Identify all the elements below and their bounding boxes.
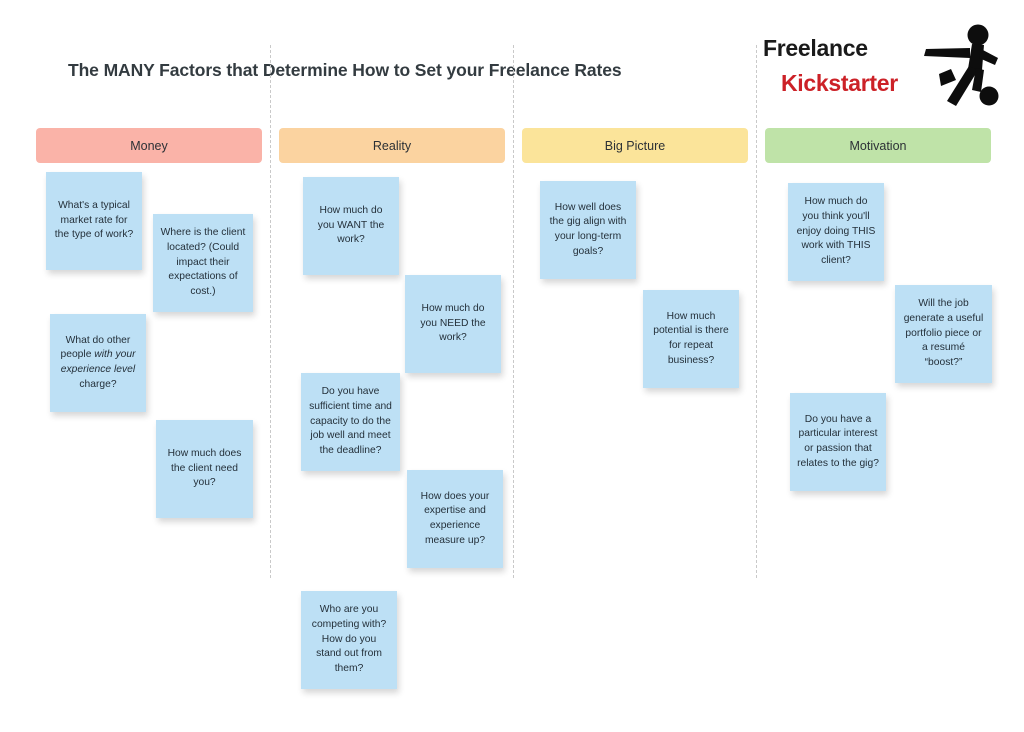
column-header-motivation[interactable]: Motivation <box>765 128 991 163</box>
sticky-note-text: Will the job generate a useful portfolio… <box>903 298 984 368</box>
sticky-note-text: Who are you competing with? How do you s… <box>311 604 387 674</box>
column-header-money[interactable]: Money <box>36 128 262 163</box>
sticky-note[interactable]: What do other people with your experienc… <box>50 314 146 412</box>
sticky-note[interactable]: How much do you think you'll enjoy doing… <box>788 183 884 281</box>
column-header-reality[interactable]: Reality <box>279 128 505 163</box>
brand-logo: Freelance Kickstarter <box>755 22 1000 110</box>
sticky-note[interactable]: How much potential is there for repeat b… <box>643 290 739 388</box>
sticky-note[interactable]: Who are you competing with? How do you s… <box>301 591 397 689</box>
sticky-note[interactable]: How well does the gig align with your lo… <box>540 181 636 279</box>
column-title: Reality <box>372 138 412 153</box>
column-divider <box>756 45 757 578</box>
logo-word-kickstarter: Kickstarter <box>781 70 898 96</box>
sticky-note-text: How well does the gig align with your lo… <box>549 201 627 257</box>
sticky-note-text: Do you have sufficient time and capacity… <box>309 386 392 456</box>
sticky-note-text: How does your expertise and experience m… <box>420 490 490 546</box>
sticky-note[interactable]: How much do you NEED the work? <box>405 275 501 373</box>
sticky-note[interactable]: Do you have sufficient time and capacity… <box>301 373 400 471</box>
sticky-note[interactable]: How much does the client need you? <box>156 420 253 518</box>
sticky-note[interactable]: Do you have a particular interest or pas… <box>790 393 886 491</box>
column-title: Big Picture <box>604 138 666 153</box>
sticky-note-text: How much do you think you'll enjoy doing… <box>796 196 876 266</box>
column-divider <box>513 45 514 578</box>
sticky-note-text: How much do you NEED the work? <box>420 303 486 344</box>
sticky-note[interactable]: Will the job generate a useful portfolio… <box>895 285 992 383</box>
sticky-note-text: How much potential is there for repeat b… <box>653 310 729 366</box>
page-title: The MANY Factors that Determine How to S… <box>68 60 622 80</box>
sticky-note-text: What do other people with your experienc… <box>60 334 136 390</box>
column-divider <box>270 45 271 578</box>
sticky-note-text: What's a typical market rate for the typ… <box>54 200 134 241</box>
sticky-note[interactable]: Where is the client located? (Could impa… <box>153 214 253 312</box>
column-title: Motivation <box>849 138 907 153</box>
soccer-player-icon <box>910 22 1000 110</box>
column-title: Money <box>130 138 168 153</box>
sticky-note[interactable]: How does your expertise and experience m… <box>407 470 503 568</box>
sticky-note-text: How much does the client need you? <box>167 448 242 489</box>
logo-word-freelance: Freelance <box>763 35 868 61</box>
column-header-big-picture[interactable]: Big Picture <box>522 128 748 163</box>
sticky-note[interactable]: What's a typical market rate for the typ… <box>46 172 142 270</box>
sticky-note-text: Do you have a particular interest or pas… <box>797 413 879 469</box>
sticky-note[interactable]: How much do you WANT the work? <box>303 177 399 275</box>
sticky-note-text: Where is the client located? (Could impa… <box>160 227 246 297</box>
sticky-note-text: How much do you WANT the work? <box>317 205 385 246</box>
